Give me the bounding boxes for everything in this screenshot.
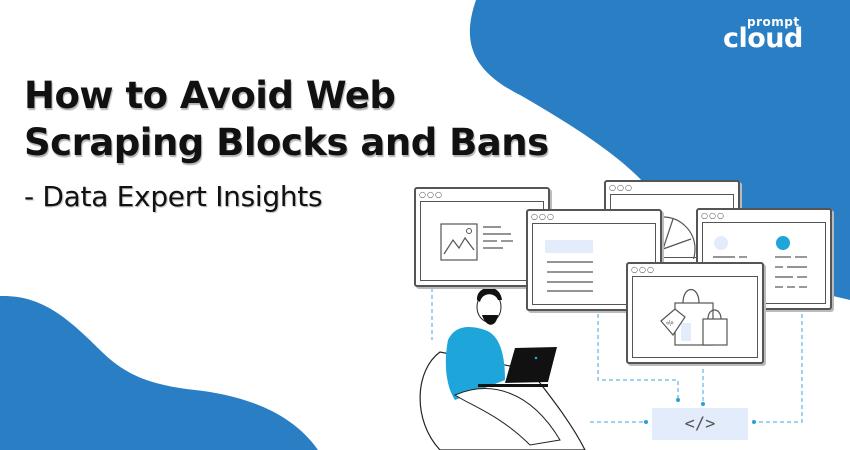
window-controls: ○○○ bbox=[701, 211, 725, 220]
window-controls: ○○○ bbox=[531, 212, 555, 221]
shopping-window: ○○○ % bbox=[626, 262, 764, 364]
profile-cards-icon bbox=[713, 236, 807, 288]
image-placeholder-icon bbox=[440, 223, 513, 261]
page-title-line2: Scraping Blocks and Bans bbox=[24, 121, 549, 164]
promptcloud-logo[interactable]: prompt cloud bbox=[723, 15, 805, 54]
person-illustration bbox=[419, 287, 586, 450]
bottom-left-blob bbox=[0, 295, 318, 450]
page-subtitle: - Data Expert Insights bbox=[24, 180, 323, 213]
window-controls: ○○○ bbox=[609, 183, 633, 192]
text-lines-icon bbox=[545, 240, 593, 292]
window-controls: ○○○ bbox=[631, 265, 655, 274]
code-endpoint: </> bbox=[652, 408, 748, 440]
shopping-bags-icon: % bbox=[660, 288, 728, 346]
page-title-line1: How to Avoid Web bbox=[24, 74, 396, 117]
logo-big-text: cloud bbox=[723, 23, 803, 54]
svg-text:%: % bbox=[665, 318, 676, 329]
window-controls: ○○○ bbox=[419, 190, 443, 199]
logo-small-text: prompt bbox=[747, 15, 800, 29]
connector-lines bbox=[431, 288, 803, 423]
